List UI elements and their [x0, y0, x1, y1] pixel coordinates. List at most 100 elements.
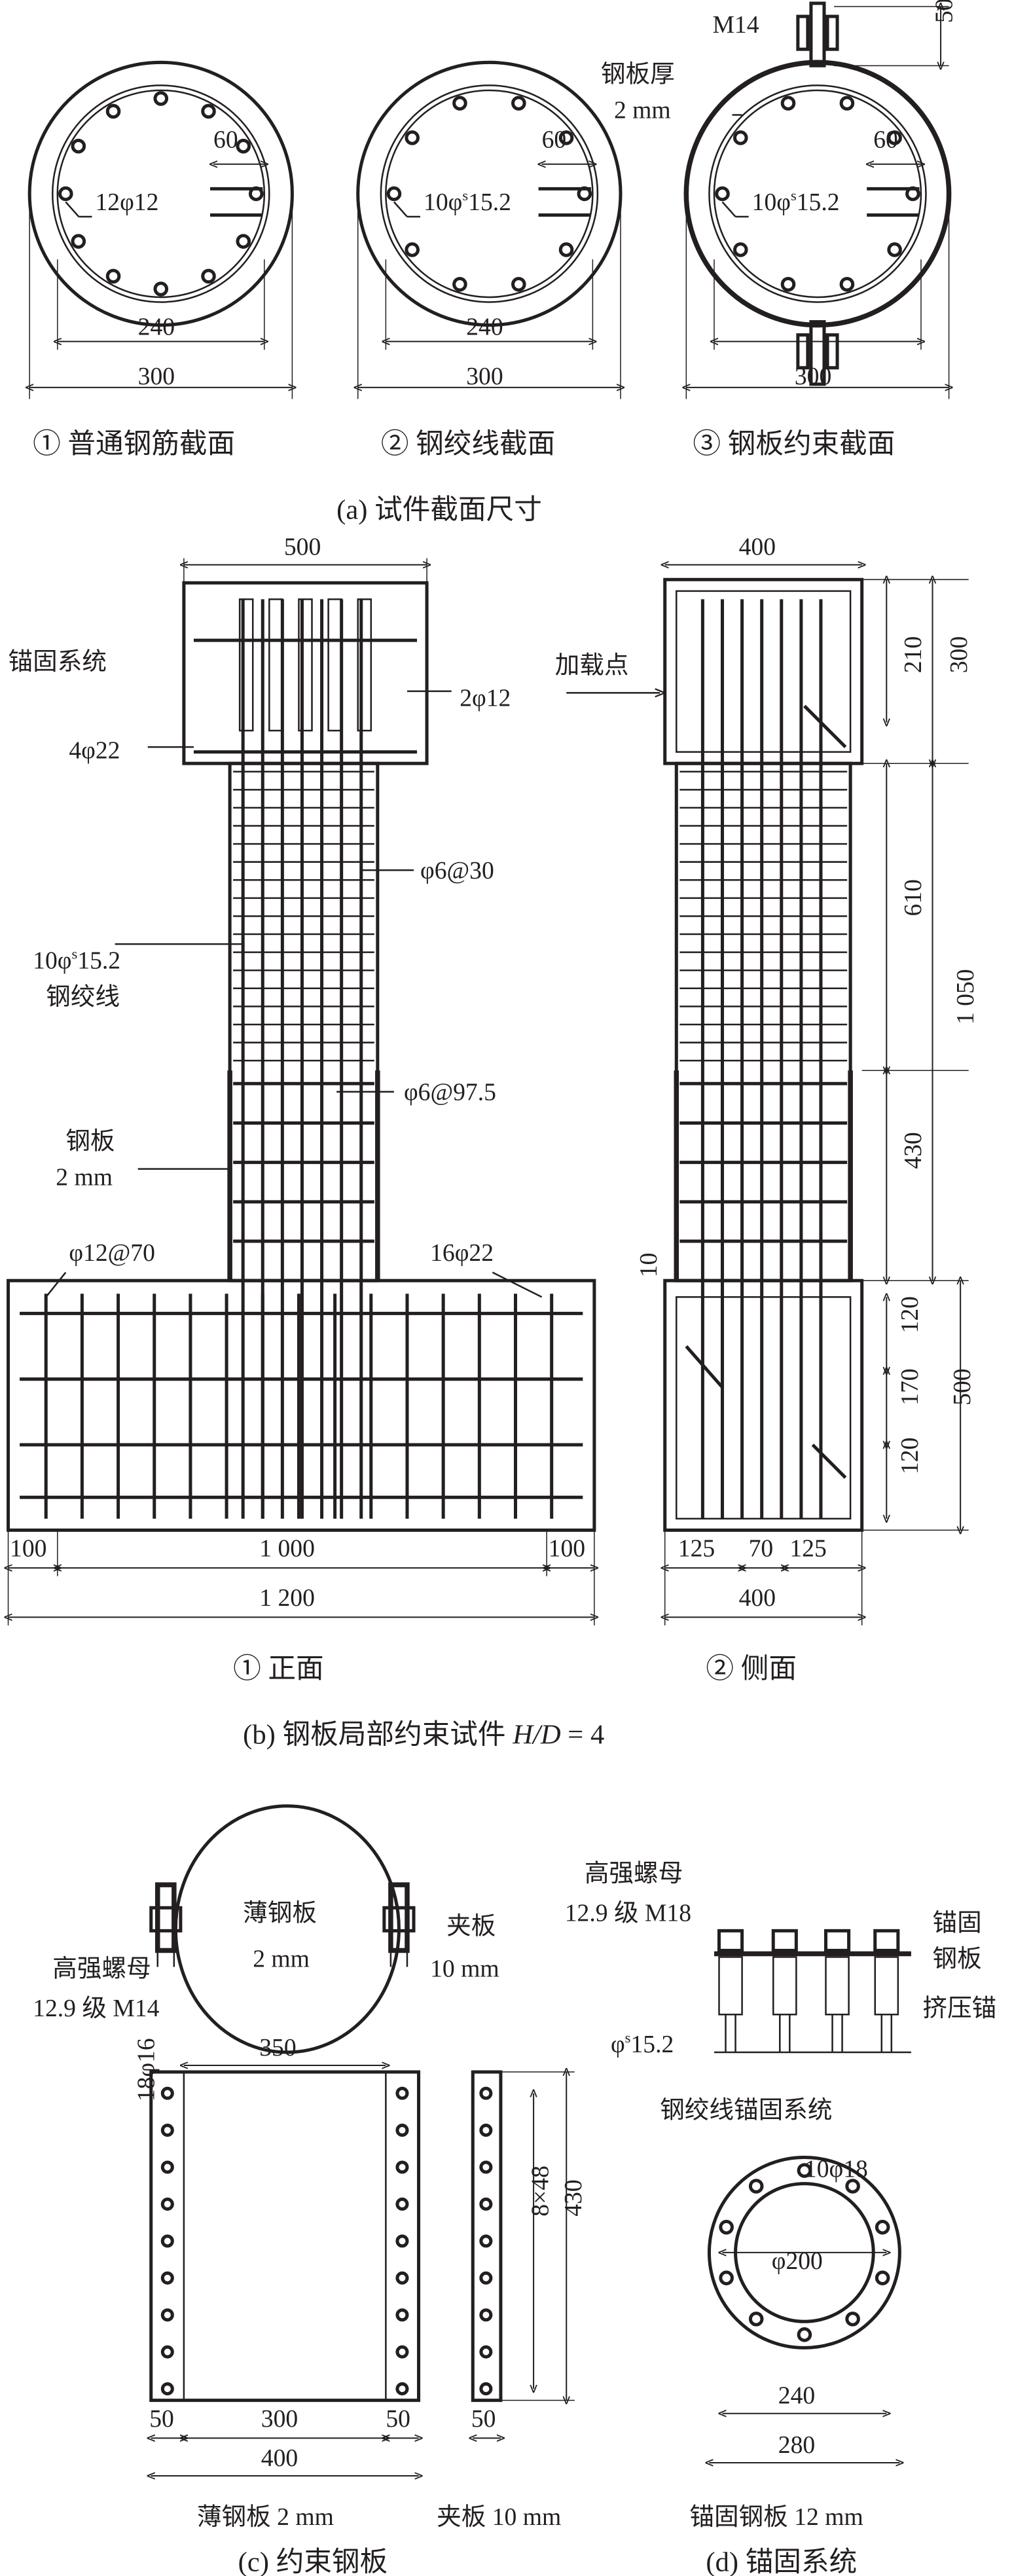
clip-plate-top	[809, 1, 826, 67]
hole	[160, 2308, 174, 2322]
rebar-section	[780, 277, 796, 292]
strand-name: 钢绞线	[46, 983, 120, 1011]
rebar-section	[452, 277, 467, 292]
rebar-section	[236, 138, 251, 154]
dim-300-2: 300	[466, 363, 503, 390]
caption-a3: ③ 钢板约束截面	[693, 429, 895, 460]
title-b: (b) 钢板局部约束试件 H/D = 4	[243, 1719, 604, 1750]
bolt-left	[155, 1882, 177, 1953]
bottom-block-side	[663, 1279, 864, 1532]
plate-label: 钢板	[65, 1128, 115, 1155]
dim-350: 350	[259, 2034, 296, 2061]
hole	[160, 2234, 174, 2248]
hole	[719, 2219, 734, 2235]
dim-300-3: 300	[795, 363, 831, 390]
hole	[479, 2382, 493, 2396]
wedge-anchor	[718, 1956, 743, 2016]
hole	[797, 2327, 812, 2342]
diagonal-bar	[803, 704, 847, 748]
wedge-anchor	[772, 1956, 797, 2016]
hole	[797, 2163, 812, 2178]
nut	[796, 14, 810, 51]
caption-side: ② 侧面	[706, 1654, 797, 1684]
dim-1050: 1 050	[952, 969, 979, 1025]
leader	[45, 1271, 67, 1298]
rebar-section	[153, 281, 169, 297]
nut-label-1: 高强螺母	[52, 1955, 151, 1983]
anchor-plate-label-1: 锚固	[933, 1909, 982, 1936]
hole	[160, 2197, 174, 2211]
dim-50-clip: 50	[471, 2405, 496, 2433]
bolt-m14: M14	[712, 11, 759, 39]
dim-300: 300	[261, 2405, 298, 2433]
anchor-ring-inner	[734, 2182, 875, 2323]
dim-280-d: 280	[778, 2431, 815, 2459]
rebar-section	[558, 242, 574, 257]
hole	[160, 2382, 174, 2396]
thin-plate	[149, 2070, 421, 2403]
hole	[479, 2234, 493, 2248]
thin-plate-thk: 2 mm	[253, 1946, 310, 1973]
title-a: (a) 试件截面尺寸	[336, 495, 542, 526]
nut	[825, 14, 839, 51]
hole	[845, 2312, 860, 2327]
anchor-ring-outer	[707, 2155, 901, 2349]
bar-16phi22: 16φ22	[430, 1239, 494, 1267]
rebar-section	[452, 96, 467, 111]
hole	[875, 2270, 890, 2285]
anchor-sleeve	[357, 598, 372, 732]
drawing-geometry	[9, 1, 969, 2476]
dia-200: φ200	[772, 2247, 823, 2275]
dim-125-left: 125	[678, 1535, 715, 1563]
diagonal-bar	[811, 1443, 847, 1479]
rebar-section	[201, 268, 216, 284]
nut-m18	[717, 1929, 744, 1952]
holes-18phi16: 18φ16	[133, 2038, 160, 2101]
anchor-sleeve	[268, 598, 283, 732]
section-b-side: 400 加载点 210 300 610 1 050 430 10 120 170…	[243, 534, 979, 1751]
nut-m18-label-2: 12.9 级 M18	[565, 1899, 691, 1927]
hole	[395, 2197, 409, 2211]
rebar-section	[201, 103, 216, 119]
rebar-section	[839, 277, 855, 292]
dim-400-top: 400	[739, 534, 776, 561]
dim-60-1: 60	[213, 126, 238, 154]
dim-400: 400	[261, 2444, 298, 2472]
nut-right	[382, 1906, 416, 1932]
nut-m18	[771, 1929, 798, 1952]
anchor-system-label: 锚固系统	[9, 648, 107, 676]
stirrup-97-5: φ6@97.5	[404, 1078, 496, 1106]
hole	[845, 2179, 860, 2194]
rebar-section	[887, 242, 902, 257]
rebar-section	[715, 186, 730, 202]
stirrup-30: φ6@30	[420, 857, 494, 884]
hole	[479, 2271, 493, 2285]
rebar-section	[105, 268, 121, 284]
nut-left	[149, 1906, 183, 1932]
rebar-section	[887, 130, 902, 145]
clip-plate-bottom	[809, 320, 826, 386]
strand-label-front: 10φs15.2	[33, 946, 120, 975]
bolt-right	[388, 1882, 410, 1953]
hole	[479, 2197, 493, 2211]
hole	[875, 2219, 890, 2235]
dim-120-b: 120	[896, 1438, 924, 1474]
clip-plate-label: 夹板	[446, 1912, 496, 1940]
anchor-sleeve	[298, 598, 313, 732]
stirrup	[56, 89, 266, 299]
dim-60-3: 60	[873, 126, 898, 154]
hole	[479, 2308, 493, 2322]
rebar-section	[71, 234, 86, 249]
dim-50-left: 50	[149, 2405, 174, 2433]
stirrup-bottom	[676, 1296, 852, 1520]
rebar-section	[511, 277, 526, 292]
dim-10: 10	[635, 1253, 662, 1278]
hole	[160, 2124, 174, 2137]
section-c: 薄钢板 2 mm 夹板 10 mm 高强螺母 12.9 级 M14 350 18…	[33, 1899, 587, 2576]
bar-label-12phi12: 12φ12	[95, 189, 158, 216]
title-c: (c) 约束钢板	[238, 2547, 388, 2576]
dim-300-1: 300	[138, 363, 175, 390]
rebar-section	[153, 91, 169, 106]
label-anchor-plate: 锚固钢板 12 mm	[689, 2503, 863, 2531]
